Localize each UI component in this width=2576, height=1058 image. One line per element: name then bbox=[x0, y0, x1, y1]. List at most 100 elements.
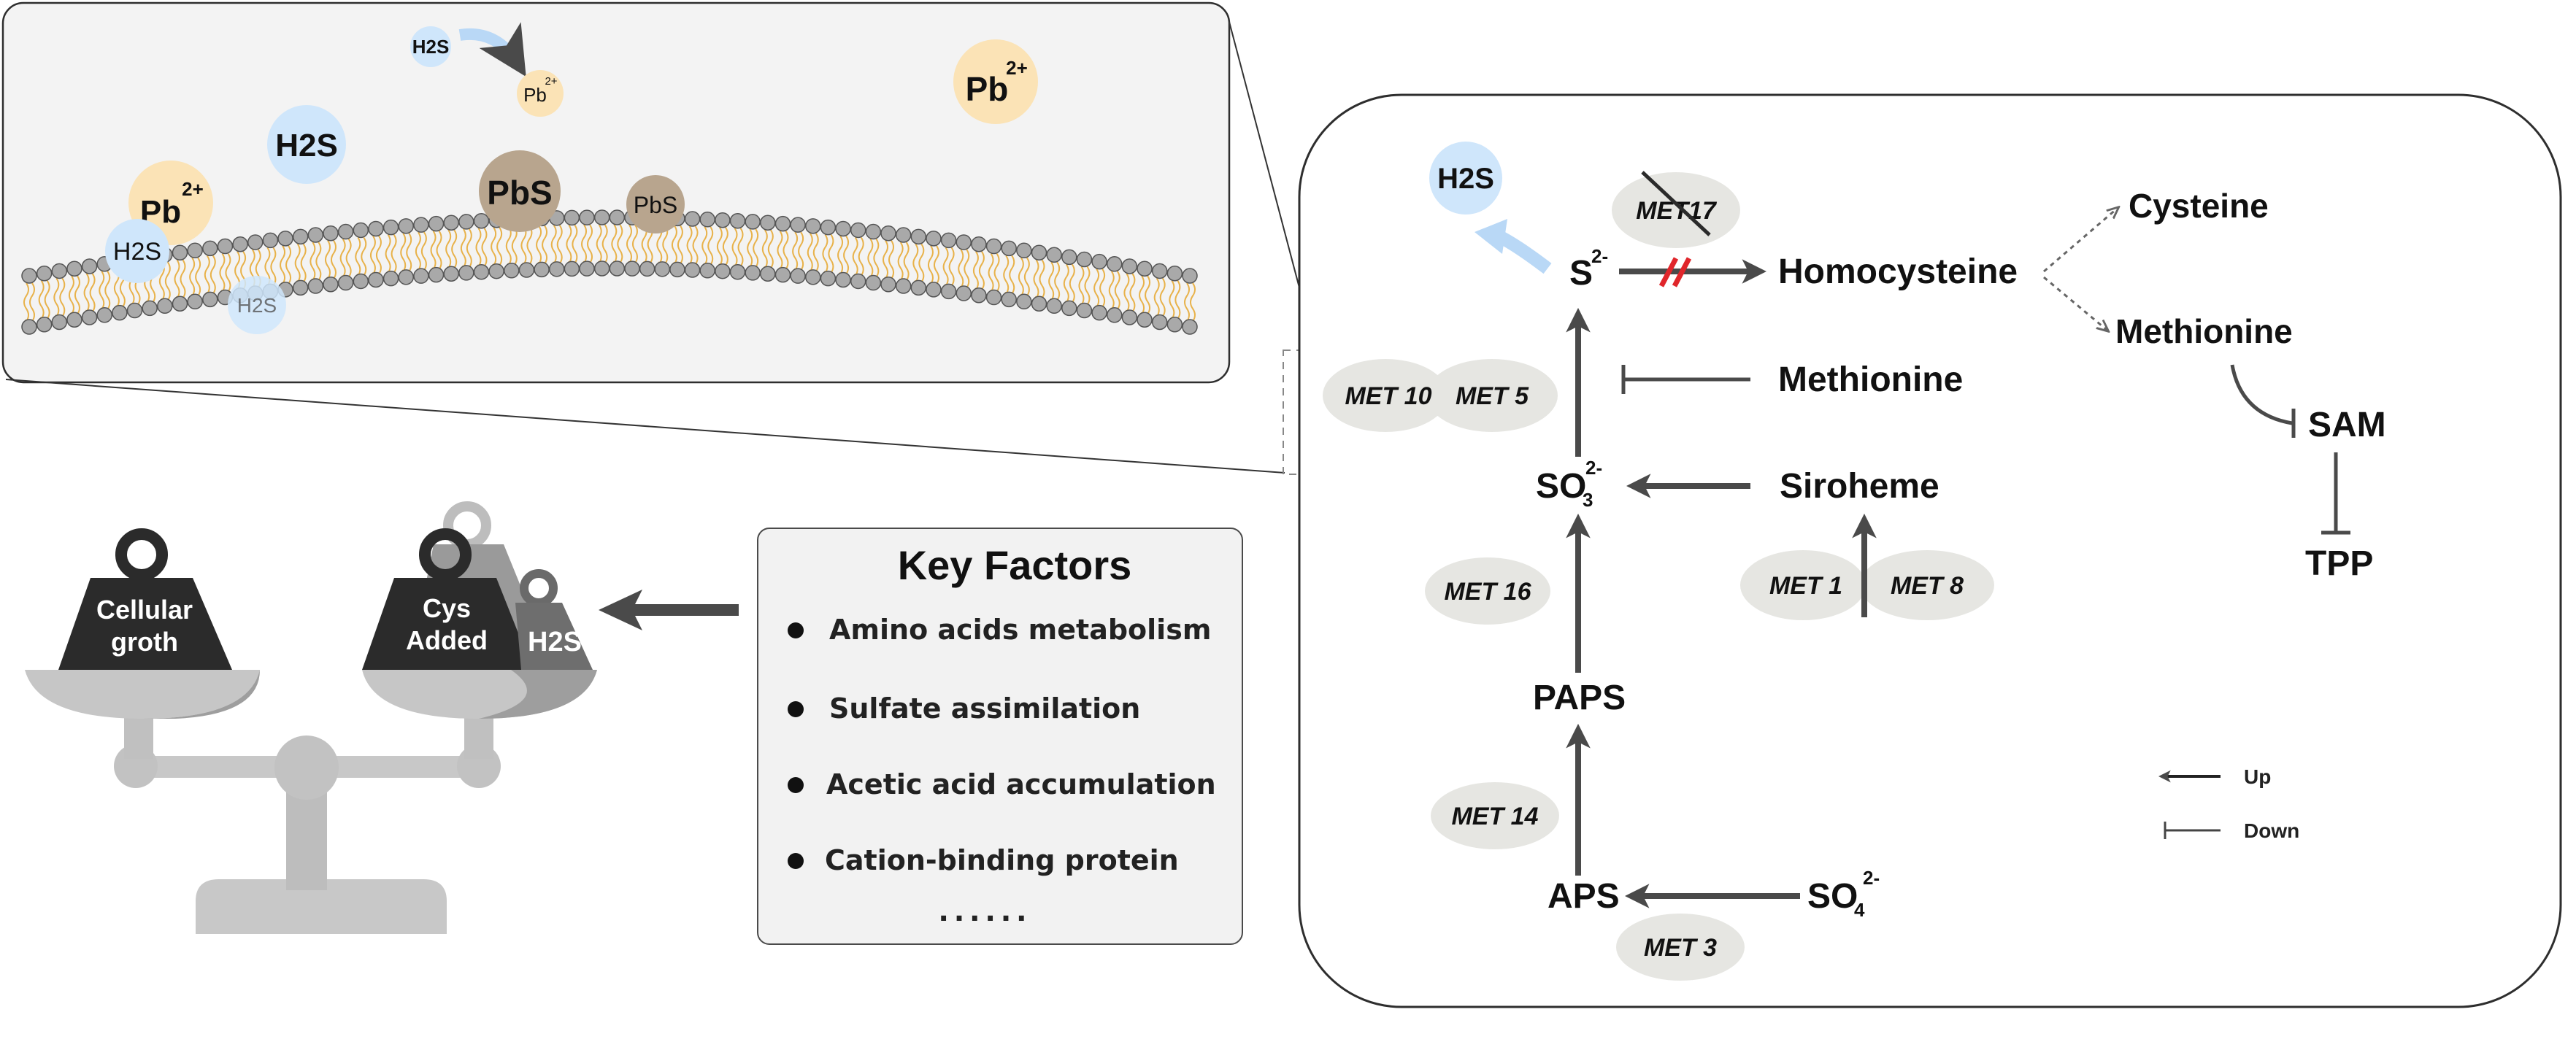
phospholipid-head bbox=[579, 209, 595, 225]
phospholipid-head bbox=[458, 214, 474, 230]
phospholipid-head bbox=[51, 263, 68, 279]
metabolite-aps: APS bbox=[1547, 877, 1620, 916]
phospholipid-head bbox=[593, 209, 610, 225]
right-weight-line2: Added bbox=[406, 625, 488, 655]
block-mark-2 bbox=[1672, 257, 1692, 287]
bullet-2 bbox=[788, 701, 804, 717]
phospholipid-head bbox=[715, 263, 731, 279]
phospholipid-head bbox=[1182, 319, 1198, 335]
phospholipid-head bbox=[745, 265, 761, 281]
legend: Up Down bbox=[2158, 765, 2299, 842]
factors-to-balance-arrowhead bbox=[599, 590, 642, 630]
pb-charge-left: 2+ bbox=[182, 178, 204, 200]
metabolite-so4: SO bbox=[1807, 877, 1858, 916]
s2-to-h2s-arrowhead bbox=[1475, 219, 1507, 254]
key-factors-frame bbox=[757, 528, 1243, 945]
met10-ellipse bbox=[1323, 359, 1448, 432]
phospholipid-head bbox=[745, 214, 761, 230]
met17-deletion-slash bbox=[1641, 171, 1711, 236]
phospholipid-head bbox=[157, 298, 173, 314]
key-factors-title: Key Factors bbox=[898, 542, 1132, 588]
phospholipid-head bbox=[36, 316, 53, 333]
phospholipid-head bbox=[473, 264, 490, 280]
phospholipid-head bbox=[593, 260, 610, 277]
phospholipid-head bbox=[21, 319, 37, 335]
bullet-4 bbox=[788, 853, 804, 869]
phospholipid-head bbox=[790, 217, 806, 233]
phospholipid-head bbox=[971, 287, 987, 304]
met8-ellipse bbox=[1860, 550, 1994, 620]
left-pan-shadow bbox=[143, 670, 260, 719]
phospholipid-head bbox=[699, 212, 715, 228]
phospholipid-head bbox=[534, 261, 550, 278]
phospholipid-head bbox=[880, 225, 896, 242]
phospholipid-head bbox=[66, 260, 82, 277]
phospholipid-head bbox=[564, 260, 580, 277]
metabolite-so4-charge: 2- bbox=[1863, 867, 1880, 889]
phospholipid-head bbox=[292, 279, 309, 296]
key-factor-item-2: Sulfate assimilation bbox=[829, 692, 1140, 725]
metabolite-methionine-top: Methionine bbox=[2115, 312, 2293, 350]
phospholipid-head bbox=[1091, 253, 1107, 270]
phospholipid-head bbox=[1061, 300, 1077, 317]
phospholipid-head bbox=[504, 263, 520, 279]
phospholipid-head bbox=[1046, 247, 1062, 263]
phospholipid-head bbox=[1182, 268, 1198, 284]
pb-charge-top-right: 2+ bbox=[1006, 57, 1028, 79]
phospholipid-head bbox=[353, 222, 369, 239]
key-factor-item-3: Acetic acid accumulation bbox=[826, 768, 1216, 800]
phospholipid-head bbox=[36, 265, 53, 282]
phospholipid-head bbox=[443, 215, 459, 231]
phospholipid-head bbox=[684, 262, 701, 278]
phospholipid-head bbox=[262, 232, 279, 249]
inhibit-methionine-to-sam bbox=[2230, 364, 2293, 425]
phospholipid-head bbox=[323, 276, 339, 293]
metabolite-so3-sub: 3 bbox=[1583, 489, 1593, 511]
enzyme-met5: MET 5 bbox=[1456, 382, 1529, 410]
phospholipid-head bbox=[1137, 260, 1153, 277]
phospholipid-head bbox=[51, 314, 68, 331]
phospholipid-head bbox=[247, 234, 264, 250]
phospholipid-head bbox=[835, 271, 851, 288]
enzyme-met17: MET17 bbox=[1636, 197, 1718, 225]
phospholipid-head bbox=[1031, 244, 1047, 261]
h2s-label-in-membrane: H2S bbox=[237, 294, 277, 317]
enzyme-met10: MET 10 bbox=[1345, 382, 1431, 410]
pb-label-top-right: Pb bbox=[966, 70, 1009, 108]
phospholipid-head bbox=[654, 261, 671, 277]
phospholipid-head bbox=[172, 244, 188, 261]
phospholipid-head bbox=[850, 222, 866, 239]
phospholipid-head bbox=[1046, 298, 1062, 314]
phospholipid-head bbox=[895, 227, 912, 243]
phospholipid-head bbox=[940, 232, 957, 249]
phospholipid-head bbox=[760, 266, 776, 282]
key-factor-item-1: Amino acids metabolism bbox=[829, 614, 1211, 646]
enzyme-met3: MET 3 bbox=[1644, 934, 1717, 962]
enzyme-met16: MET 16 bbox=[1444, 578, 1531, 606]
phospholipid-head bbox=[639, 260, 655, 277]
phospholipid-head bbox=[850, 273, 866, 290]
phospholipid-head bbox=[865, 223, 882, 240]
dashed-arrow-to-cysteine bbox=[2043, 209, 2117, 273]
phospholipid-head bbox=[307, 278, 324, 294]
left-pan bbox=[25, 670, 260, 719]
phospholipid-head bbox=[774, 215, 791, 232]
phospholipid-head bbox=[579, 260, 595, 277]
phospholipid-head bbox=[368, 271, 384, 288]
sulfur-pathway-cell: MET17 MET 10 MET 5 MET 1 MET 8 MET 16 ME… bbox=[1298, 93, 2562, 1008]
phospholipid-head bbox=[187, 242, 203, 259]
phospholipid-head bbox=[473, 213, 490, 229]
phospholipid-head bbox=[805, 218, 821, 234]
phospholipid-head bbox=[1031, 296, 1047, 312]
pbs-label-large: PbS bbox=[487, 174, 552, 212]
phospholipid-head bbox=[21, 268, 37, 284]
phospholipid-head bbox=[985, 238, 1002, 255]
phospholipid-head bbox=[609, 209, 626, 225]
phospholipid-head bbox=[1121, 258, 1138, 274]
phospholipid-head bbox=[985, 289, 1002, 306]
phospholipid-head bbox=[910, 279, 927, 296]
h2s-weight-ring bbox=[520, 569, 558, 607]
zoom-line-bottom bbox=[5, 379, 1285, 474]
balance-pivot bbox=[274, 735, 339, 800]
enzyme-met14: MET 14 bbox=[1451, 803, 1538, 830]
